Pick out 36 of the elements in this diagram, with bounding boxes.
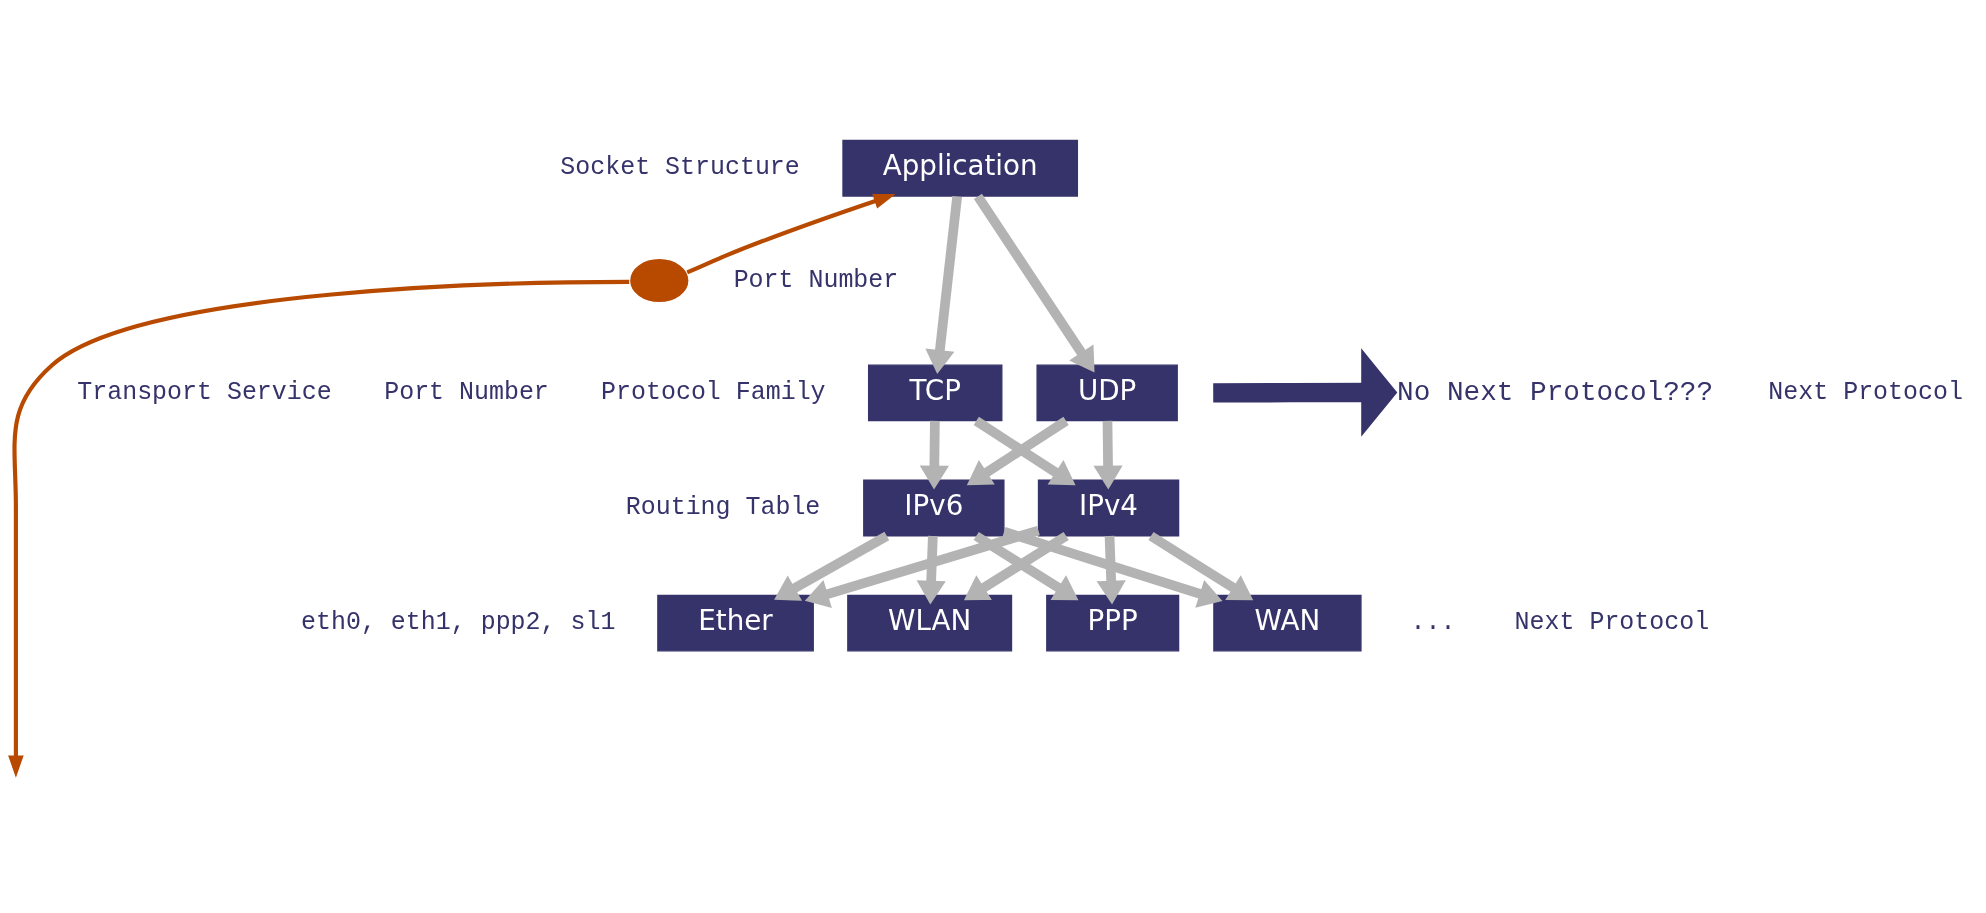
arrow bbox=[774, 531, 890, 601]
label: Port Number bbox=[733, 265, 899, 294]
arrow bbox=[686, 193, 896, 275]
arrow bbox=[973, 531, 1079, 601]
arrow bbox=[1096, 535, 1126, 605]
arrow bbox=[973, 193, 1095, 373]
arrow bbox=[963, 531, 1069, 601]
arrow bbox=[1093, 420, 1123, 490]
node-box: WLAN bbox=[847, 594, 1013, 652]
label: eth0, eth1, ppp2, sl1 bbox=[301, 608, 616, 637]
node-box: Ether bbox=[657, 594, 814, 652]
node-circle bbox=[628, 257, 690, 304]
arrow bbox=[1148, 531, 1254, 601]
node-box: UDP bbox=[1036, 364, 1178, 422]
arrow bbox=[919, 420, 949, 490]
arrow bbox=[1213, 348, 1398, 437]
label: Next Protocol bbox=[1514, 608, 1710, 637]
label: Next Protocol bbox=[1768, 378, 1963, 407]
label: Socket Structure bbox=[560, 153, 800, 182]
label: Routing Table bbox=[625, 493, 821, 522]
label: Transport Service bbox=[77, 378, 332, 407]
node-box: IPv4 bbox=[1037, 479, 1180, 537]
arrow bbox=[8, 279, 630, 778]
arrow bbox=[1002, 527, 1223, 608]
arrow bbox=[804, 525, 1040, 608]
node-box: IPv6 bbox=[863, 479, 1005, 537]
node-box: Application bbox=[842, 139, 1079, 197]
node-box: PPP bbox=[1046, 594, 1180, 652]
node-box: TCP bbox=[867, 364, 1003, 422]
label: ... bbox=[1410, 608, 1456, 637]
arrow bbox=[925, 195, 962, 374]
label: Protocol Family bbox=[601, 378, 826, 407]
arrow bbox=[916, 535, 946, 605]
node-text: No Next Protocol??? bbox=[1397, 376, 1714, 408]
node-box: WAN bbox=[1213, 594, 1362, 652]
label: Port Number bbox=[384, 378, 549, 407]
